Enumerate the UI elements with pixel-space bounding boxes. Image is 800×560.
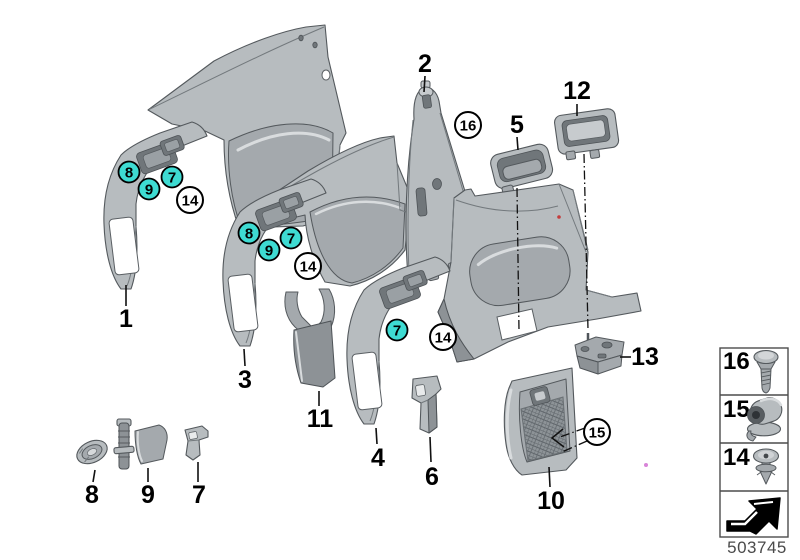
callout-circle[interactable] <box>160 165 184 189</box>
part-10-net-panel-drawing <box>503 367 578 476</box>
part-12-tray-drawing <box>554 108 620 161</box>
expanding-rivet-icon <box>752 448 780 485</box>
leader-lines <box>92 75 631 488</box>
legend-number: 16 <box>723 348 750 375</box>
callout-teal-7-b[interactable]: 7 <box>279 226 303 250</box>
callout-number: 7 <box>168 170 176 187</box>
callout-teal-9-a[interactable]: 9 <box>137 177 161 201</box>
part-13-block-drawing <box>574 333 625 375</box>
callout-number: 14 <box>300 259 317 276</box>
callout-teal-8-b[interactable]: 8 <box>237 221 261 245</box>
part-label-2[interactable]: 2 <box>418 50 432 78</box>
part-3-trim-panel-drawing <box>222 135 413 347</box>
callout-circle[interactable] <box>257 238 281 262</box>
part-7-clip-drawing <box>184 425 209 461</box>
callout-number: 7 <box>287 231 295 248</box>
part-label-3[interactable]: 3 <box>238 366 252 394</box>
part-8-grommet-drawing <box>76 439 108 465</box>
callout-number: 14 <box>435 330 452 347</box>
callout-number: 16 <box>460 118 477 135</box>
callout-teal-8-a[interactable]: 8 <box>117 160 141 184</box>
part-label-4[interactable]: 4 <box>371 444 385 472</box>
part-label-1[interactable]: 1 <box>119 305 133 333</box>
spring-nut-icon <box>746 397 783 442</box>
callout-white-14-c[interactable]: 14 <box>429 323 457 351</box>
part-label-7[interactable]: 7 <box>192 481 206 509</box>
callout-circle[interactable] <box>237 221 261 245</box>
part-label-11[interactable]: 11 <box>307 405 334 433</box>
callout-number: 9 <box>265 243 273 260</box>
part-label-8[interactable]: 8 <box>85 481 99 509</box>
callout-circle[interactable] <box>176 186 204 214</box>
callout-teal-9-b[interactable]: 9 <box>257 238 281 262</box>
document-number: 503745 <box>727 538 787 557</box>
callout-circle[interactable] <box>583 418 611 446</box>
callout-circle[interactable] <box>429 323 457 351</box>
callout-white-14-b[interactable]: 14 <box>294 252 322 280</box>
part-9-latch-drawing <box>113 418 168 470</box>
callout-number: 7 <box>393 323 401 340</box>
callout-circle[interactable] <box>454 111 482 139</box>
legend-number: 14 <box>723 444 750 471</box>
legend-row-14[interactable]: 14 <box>723 444 780 485</box>
callout-number: 14 <box>182 193 199 210</box>
part-11-bracket-drawing <box>284 288 336 388</box>
red-marker-dot <box>557 215 561 219</box>
part-label-5[interactable]: 5 <box>510 111 524 139</box>
part-label-13[interactable]: 13 <box>631 343 659 371</box>
callout-number: 8 <box>125 165 133 182</box>
callout-white-15[interactable]: 15 <box>583 418 611 446</box>
callout-number: 8 <box>245 226 253 243</box>
pink-marker-dot <box>644 463 648 467</box>
callout-circle[interactable] <box>137 177 161 201</box>
screw-icon <box>753 349 779 394</box>
part-6-bracket-drawing <box>411 375 442 434</box>
fastener-legend: 16 15 14 <box>719 347 789 538</box>
callout-teal-7-c[interactable]: 7 <box>385 318 409 342</box>
callout-white-14-a[interactable]: 14 <box>176 186 204 214</box>
part-label-10[interactable]: 10 <box>537 487 565 515</box>
callout-teal-7-a[interactable]: 7 <box>160 165 184 189</box>
direction-arrow-icon <box>726 497 781 535</box>
callout-number: 9 <box>145 182 153 199</box>
part-label-6[interactable]: 6 <box>425 463 439 491</box>
part-label-9[interactable]: 9 <box>141 481 155 509</box>
legend-row-15[interactable]: 15 <box>723 395 785 442</box>
callout-circle[interactable] <box>385 318 409 342</box>
part-5-handle-recess-drawing <box>490 143 554 195</box>
legend-row-16[interactable]: 16 <box>723 348 779 394</box>
part-label-12[interactable]: 12 <box>563 77 591 105</box>
legend-number: 15 <box>723 396 750 423</box>
callout-circle[interactable] <box>294 252 322 280</box>
callout-circle[interactable] <box>117 160 141 184</box>
callout-circle[interactable] <box>279 226 303 250</box>
callout-white-16[interactable]: 16 <box>454 111 482 139</box>
callout-number: 15 <box>589 425 606 442</box>
